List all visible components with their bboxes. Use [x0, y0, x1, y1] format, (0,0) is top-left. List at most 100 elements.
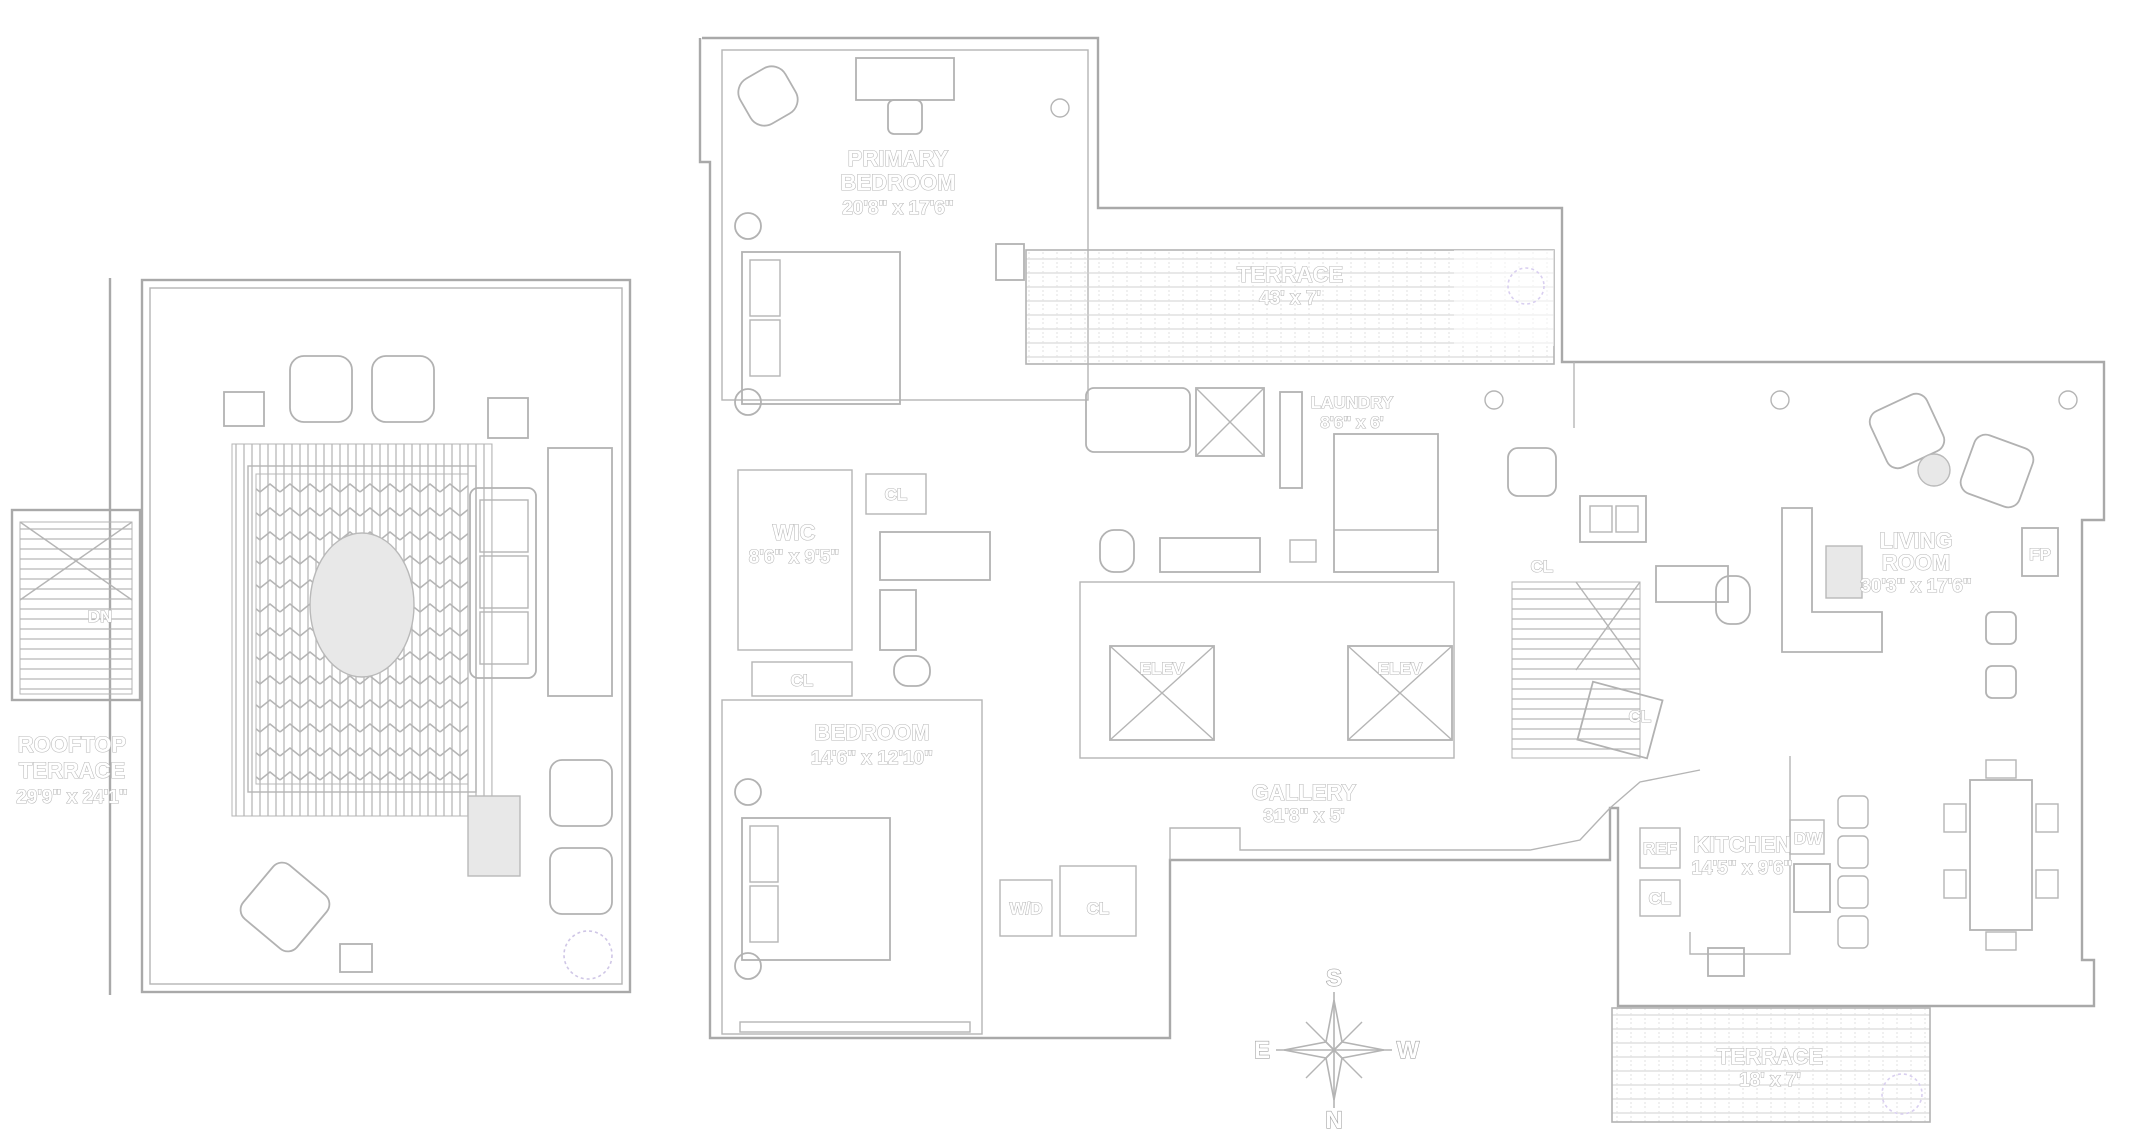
lamp-icon: [1050, 98, 1070, 118]
sectional-sofa: [1781, 507, 1883, 653]
toilet: [1715, 575, 1751, 625]
stool: [1837, 835, 1869, 869]
living-room-name-2: ROOM: [1882, 550, 1950, 575]
lounge-chair: [289, 355, 353, 423]
dresser: [995, 243, 1025, 281]
closet: [1576, 680, 1664, 760]
primary-bedroom-name: PRIMARY: [848, 146, 949, 171]
laundry-name: LAUNDRY: [1311, 393, 1394, 412]
apartment: PRIMARY BEDROOM 20'8" x 17'6" WIC 8'6" x…: [698, 36, 2106, 1123]
side-table: [467, 795, 521, 877]
armchair: [1868, 392, 1946, 470]
living-room-name: LIVING: [1879, 528, 1952, 553]
refrigerator-label: REF: [1643, 839, 1677, 858]
wic-walls: [737, 469, 853, 651]
bathtub: [879, 531, 991, 581]
kitchen-size: 14'5" x 9'6": [1691, 858, 1792, 879]
gallery-name: GALLERY: [1252, 780, 1357, 805]
terrace-top-size: 43' x 7': [1259, 288, 1321, 309]
primary-bedroom-name-2: BEDROOM: [841, 170, 956, 195]
window: [739, 1021, 971, 1033]
laundry-size: 8'6" x 6': [1320, 413, 1383, 432]
exterior-wall: [698, 36, 2106, 1040]
terrace-bottom: [1611, 1007, 1931, 1123]
stool: [1837, 795, 1869, 829]
bed: [741, 251, 901, 405]
compass-north: N: [1325, 1107, 1342, 1134]
kitchen-name: KITCHEN: [1693, 832, 1791, 857]
terrace-bottom-size: 18' x 7': [1739, 1070, 1801, 1091]
stair-closet-label: CL: [1531, 557, 1554, 576]
rooftop-name: ROOFTOP: [18, 732, 126, 757]
lounge-chair: [549, 759, 613, 827]
wic-name: WIC: [773, 520, 816, 545]
compass-east: E: [1254, 1037, 1270, 1064]
dishwasher-label: DW: [1794, 829, 1823, 848]
range: [1707, 947, 1745, 977]
sofa: [469, 487, 537, 679]
primary-bedroom-size: 20'8" x 17'6": [842, 198, 954, 219]
sink: [1289, 539, 1317, 563]
coffee-table: [1825, 545, 1863, 599]
closet: [865, 473, 927, 515]
rooftop-terrace: DN ROOFTOP TERRACE 29'9" x 24'1": [10, 278, 632, 995]
rooftop-name-2: TERRACE: [19, 758, 125, 783]
elevator-lobby: [1079, 581, 1455, 759]
dishwasher: [1789, 819, 1825, 855]
nightstand-lamp-icon: [734, 778, 762, 806]
armchair: [1959, 433, 2035, 509]
lounge-chair: [239, 861, 331, 953]
armchair: [737, 65, 799, 127]
elevator-label: ELEV: [1140, 659, 1185, 678]
plant-icon: [1881, 1073, 1923, 1115]
shelf: [1579, 495, 1647, 543]
vanity: [879, 589, 917, 651]
side-table: [223, 391, 265, 427]
lounge-chair: [371, 355, 435, 423]
closet-label: CL: [1087, 899, 1110, 918]
plant-icon: [563, 930, 613, 980]
closet: [1059, 865, 1137, 937]
fireplace-label: FP: [2029, 545, 2051, 564]
stool: [1837, 875, 1869, 909]
terrace-top-name: TERRACE: [1237, 262, 1343, 287]
bedroom-walls: [721, 699, 983, 1035]
dining-table: [1969, 779, 2033, 931]
gallery-size: 31'8" x 5': [1263, 806, 1344, 827]
living-room-size: 30'3" x 17'6": [1860, 576, 1972, 597]
vanity: [1655, 565, 1729, 603]
nightstand-lamp-icon: [734, 212, 762, 240]
bed: [741, 817, 891, 961]
bedroom-size: 14'6" x 12'10": [811, 748, 933, 769]
down-label: DN: [88, 607, 113, 626]
nightstand-lamp-icon: [734, 952, 762, 980]
toilet: [893, 655, 931, 687]
laundry-machines: [1333, 433, 1439, 573]
fireplace: [2021, 527, 2059, 577]
pantry: [1639, 879, 1681, 917]
elevator-label: ELEV: [1378, 659, 1423, 678]
chair: [1985, 611, 2017, 645]
pantry-label: CL: [1649, 889, 1672, 908]
shower: [1195, 387, 1265, 457]
armchair: [1507, 447, 1557, 497]
compass-south: S: [1326, 965, 1342, 992]
bathtub: [1085, 387, 1191, 453]
closet-label: CL: [885, 485, 908, 504]
vanity: [1159, 537, 1261, 573]
terrace-bottom-name: TERRACE: [1717, 1044, 1823, 1069]
kitchen-sink: [1793, 863, 1831, 913]
refrigerator: [1639, 827, 1681, 869]
desk: [855, 57, 955, 101]
nightstand-lamp-icon: [734, 388, 762, 416]
closet-label: CL: [791, 671, 814, 690]
wic-size: 8'6" x 9'5": [749, 547, 839, 568]
closet-label: CL: [1629, 707, 1652, 726]
closet-shelf: [1279, 391, 1303, 489]
primary-bedroom-walls: [721, 49, 1089, 401]
compass-west: W: [1397, 1037, 1420, 1064]
toilet: [1099, 529, 1135, 573]
compass-icon: S N E W: [1253, 964, 1420, 1134]
washer-dryer: [999, 879, 1053, 937]
